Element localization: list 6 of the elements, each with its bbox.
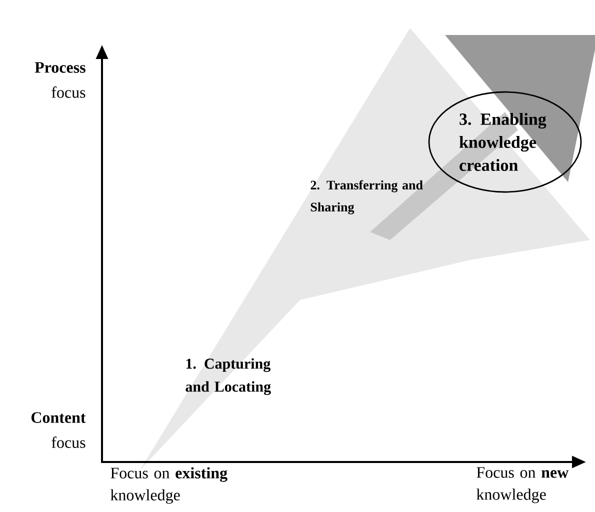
axis-label: Process focus	[34, 62, 86, 98]
stage-label: 1. Capturing and Locating	[186, 358, 271, 395]
axis-label: Focus on new knowledge	[476, 467, 569, 504]
axis-label: Focus on existing knowledge	[110, 467, 228, 504]
axis-label: Content focus	[31, 412, 86, 448]
stage-label: 2. Transferring and Sharing	[310, 180, 423, 214]
